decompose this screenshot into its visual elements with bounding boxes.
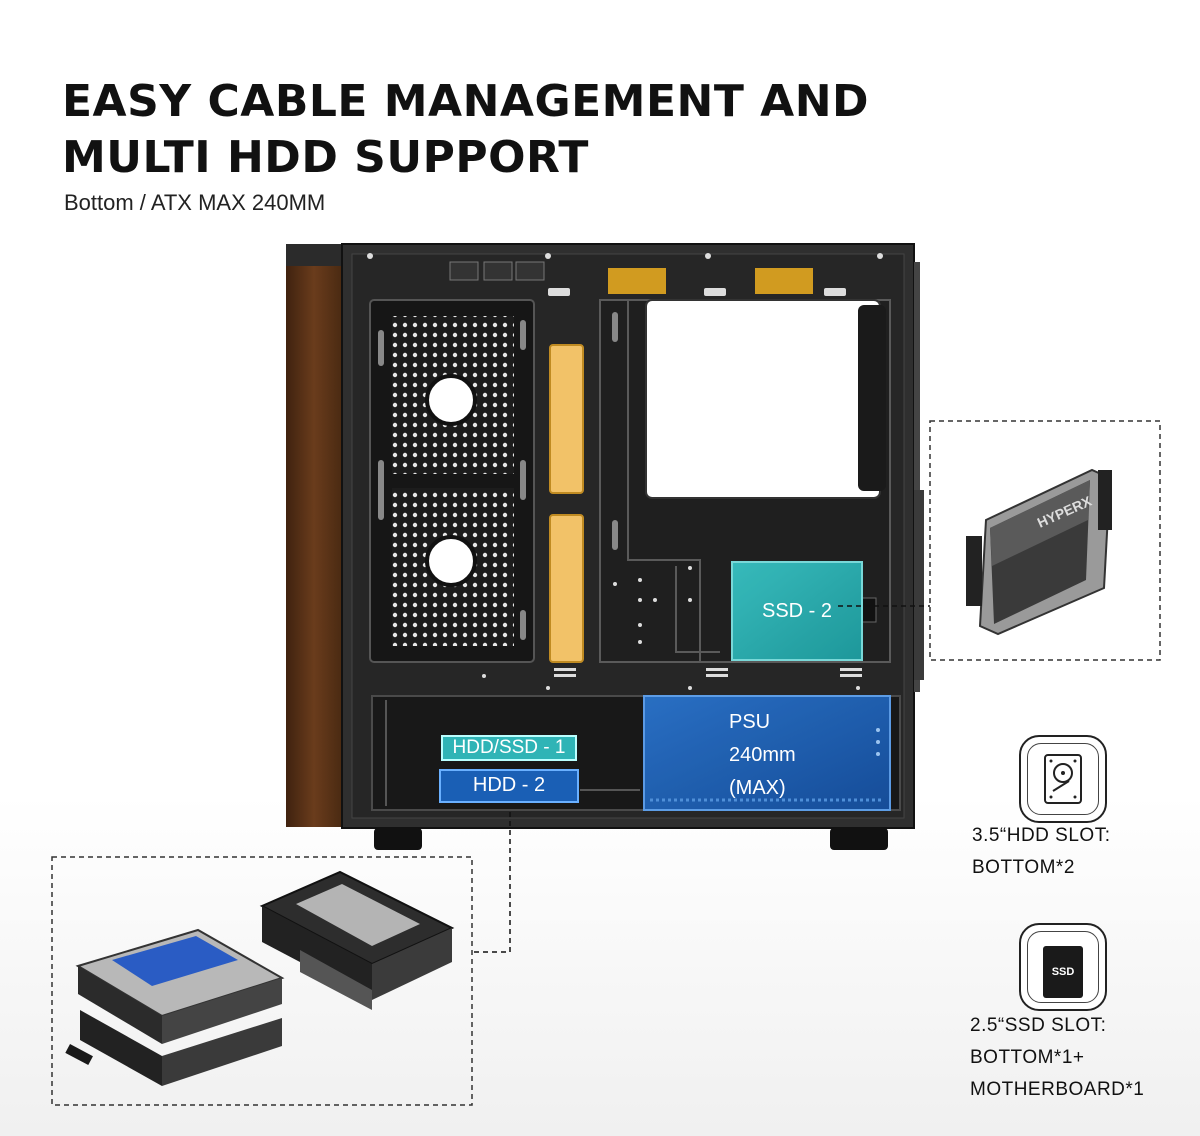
top-rubber-grommet-right (755, 268, 813, 294)
hdd-ssd1-label: HDD/SSD - 1 (452, 737, 566, 758)
hdd-icon (1044, 754, 1082, 804)
hdd-slot-text: 3.5“HDD SLOT: BOTTOM*2 (972, 820, 1110, 884)
case-foot-right (830, 828, 888, 850)
hdd-slot-line-1: 3.5“HDD SLOT: (972, 825, 1111, 846)
psu-label-line-3: (MAX) (729, 777, 786, 799)
wood-front-panel (286, 262, 342, 827)
ssd-slot-line-1: 2.5“SSD SLOT: (970, 1015, 1107, 1036)
hdd-ssd1-zone (441, 735, 577, 761)
ssd-slot-line-3: MOTHERBOARD*1 (970, 1079, 1145, 1100)
psu-label: PSU 240mm (MAX) (729, 706, 796, 805)
psu-label-line-2: 240mm (729, 744, 796, 766)
cable-grommet-upper (549, 344, 584, 494)
case-foot-left (374, 828, 422, 850)
top-rubber-grommet-left (608, 268, 666, 294)
hdd-slot-line-2: BOTTOM*2 (972, 857, 1075, 878)
page-title: EASY CABLE MANAGEMENT AND MULTI HDD SUPP… (62, 74, 869, 186)
subtitle: Bottom / ATX MAX 240MM (64, 190, 326, 215)
psu-label-line-1: PSU (729, 711, 771, 733)
hdd-slot-badge (1019, 735, 1107, 823)
hdd-cage-image (65, 870, 455, 1086)
hdd-callout-box (51, 856, 473, 1106)
ssd-drive-image: HYPERX (966, 468, 1112, 636)
ssd-slot-line-2: BOTTOM*1+ (970, 1047, 1085, 1068)
ssd-icon: SSD (1043, 946, 1083, 998)
hdd2-zone (439, 769, 579, 803)
title-line-1: EASY CABLE MANAGEMENT AND (62, 76, 870, 127)
title-line-2: MULTI HDD SUPPORT (62, 132, 589, 183)
ssd2-zone (731, 561, 863, 661)
ssd2-label: SSD - 2 (761, 600, 833, 622)
hdd2-label: HDD - 2 (472, 774, 546, 796)
cpu-cutout (645, 299, 881, 499)
hdd-leader-line (472, 812, 511, 953)
ssd-slot-text: 2.5“SSD SLOT: BOTTOM*1+ MOTHERBOARD*1 (970, 1010, 1144, 1106)
psu-zone (643, 695, 891, 811)
cable-grommet-lower (549, 514, 584, 663)
